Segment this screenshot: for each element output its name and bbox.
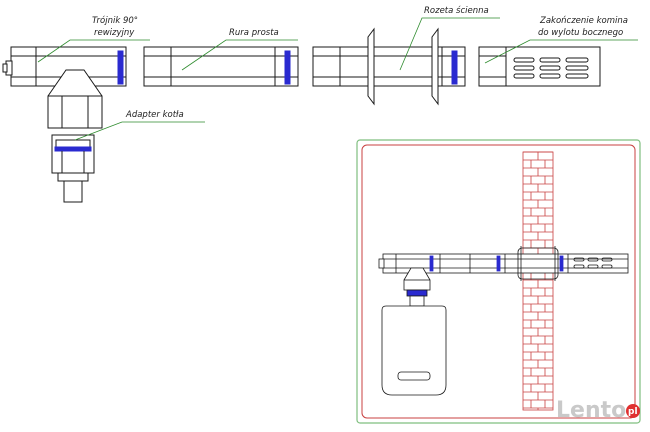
tee-seal bbox=[117, 50, 124, 85]
label-terminal-line1: Zakończenie komina bbox=[539, 16, 628, 26]
label-terminal-line2: do wylotu bocznego bbox=[538, 28, 623, 38]
tee-fitting bbox=[2, 46, 127, 129]
label-tee-line2: rewizyjny bbox=[94, 28, 135, 38]
assembled-flue bbox=[378, 246, 629, 307]
straight-pipe bbox=[143, 46, 299, 87]
label-boiler-adapter: Adapter kotła bbox=[125, 110, 184, 120]
label-leaders bbox=[37, 17, 638, 141]
watermark-brand: Lento bbox=[556, 398, 626, 423]
pipe-seal bbox=[284, 50, 291, 85]
brick-wall bbox=[522, 151, 554, 411]
rosette-seal bbox=[451, 50, 458, 85]
adapter-seal bbox=[54, 146, 92, 152]
label-straight-pipe: Rura prosta bbox=[229, 28, 279, 38]
assembly-frame bbox=[356, 139, 641, 424]
boiler bbox=[381, 305, 447, 396]
boiler-adapter bbox=[51, 134, 95, 203]
watermark: Lento pl bbox=[556, 398, 640, 423]
label-tee-line1: Trójnik 90° bbox=[92, 15, 138, 26]
watermark-suffix: pl bbox=[628, 407, 638, 417]
wall-rosette-pipe bbox=[312, 27, 466, 106]
label-wall-rosette: Rozeta ścienna bbox=[424, 5, 489, 16]
chimney-terminal bbox=[478, 46, 601, 87]
